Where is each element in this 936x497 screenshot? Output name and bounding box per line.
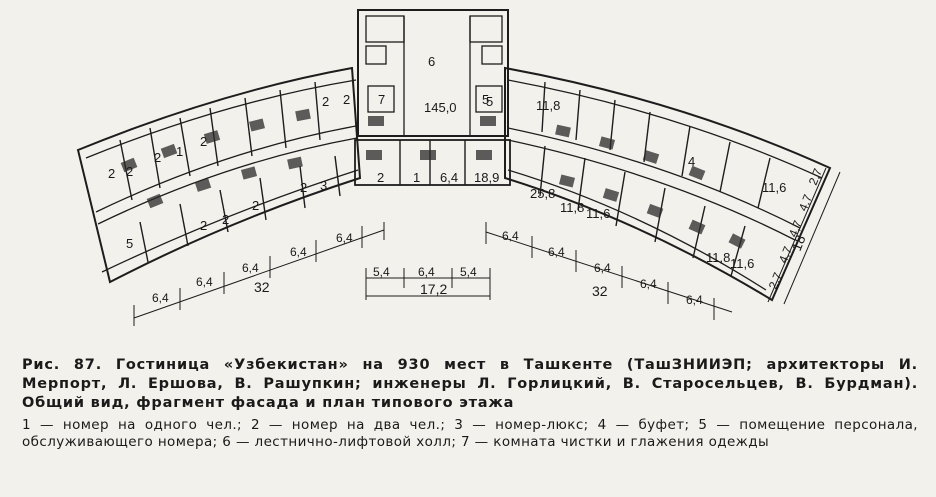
center-room-label: 18,9 [474,170,499,185]
right-module-dimension: 6,4 [640,277,657,291]
right-module-dimension: 6,4 [686,293,703,307]
left-module-dimension: 6,4 [336,231,353,245]
center-room-label: 1 [413,170,420,185]
left-module-dimension: 6,4 [196,275,213,289]
left-wing-room-label: 1 [176,144,183,159]
left-wing-room-label: 2 [222,212,229,227]
center-part-dimension: 5,4 [373,265,390,279]
left-total-dimension: 32 [254,279,270,295]
floor-plan-drawing: 6 145,0 7 5 2 1 6,4 18,9 2 2 2 1 2 2 2 2… [76,9,841,326]
left-wing-room-label: 2 [126,164,133,179]
hall-area-label: 145,0 [424,100,457,115]
right-wing-room-label: 11,6 [586,206,610,221]
staff-room-label: 5 [482,92,489,107]
right-wing-room-label: 11,8 [536,98,560,113]
right-wing-room-label: 4 [688,154,695,169]
depth-part-dimension: 4,7 [796,192,815,213]
left-wing-room-label: 2 [322,94,329,109]
right-wing-room-label: 11,8 [560,200,584,215]
right-module-dimension: 6,4 [594,261,611,275]
left-wing-room-label: 2 [154,150,161,165]
left-module-dimension: 6,4 [152,291,169,305]
depth-part-dimension: 4,7 [786,218,805,239]
caption-title: Рис. 87. Гостиница «Узбекистан» на 930 м… [22,357,918,411]
left-wing-room-label: 2 [108,166,115,181]
ironing-room-label: 7 [378,92,385,107]
right-total-dimension: 32 [592,283,608,299]
center-room-label: 6,4 [440,170,458,185]
depth-total-dimension: 18 [788,232,809,253]
center-total-dimension: 17,2 [420,281,447,297]
right-module-dimension: 6,4 [548,245,565,259]
caption-legend: 1 — номер на одного чел.; 2 — номер на д… [22,417,918,450]
left-wing-room-label: 2 [343,92,350,107]
right-module-dimension: 6,4 [502,229,519,243]
right-wing-room-label: 5 [486,94,493,109]
depth-part-dimension: 2,7 [766,270,785,291]
right-wing-room-label: 11,6 [730,256,754,271]
right-wing-room-label: 11,8 [706,250,730,265]
elevator-tower [357,9,509,137]
right-dimension-line [485,231,733,313]
figure-caption: Рис. 87. Гостиница «Узбекистан» на 930 м… [22,356,918,451]
left-wing-room-label: 2 [200,134,207,149]
right-wing-corridor [507,127,801,229]
left-wing-corridor [95,125,357,213]
right-wing-room-label: 25,8 [530,186,555,201]
left-wing-room-label: 2 [300,180,307,195]
left-wing-room-label: 5 [126,236,133,251]
left-wing-room-label: 2 [252,198,259,213]
center-corridor-block [354,139,511,186]
depth-part-dimension: 2,7 [806,166,825,187]
depth-part-dimension: 4,7 [776,244,795,265]
left-module-dimension: 6,4 [242,261,259,275]
left-wing-room-label: 3 [320,178,327,193]
hall-number-label: 6 [428,54,435,69]
left-wing-outline [76,66,362,284]
right-wing-outline [504,66,832,302]
right-wing-room-label: 11,6 [762,180,786,195]
center-room-label: 2 [377,170,384,185]
center-part-dimension: 5,4 [460,265,477,279]
left-wing-room-label: 2 [200,218,207,233]
left-module-dimension: 6,4 [290,245,307,259]
center-part-dimension: 6,4 [418,265,435,279]
depth-dimension-line [767,167,827,303]
left-dimension-line [133,229,385,319]
